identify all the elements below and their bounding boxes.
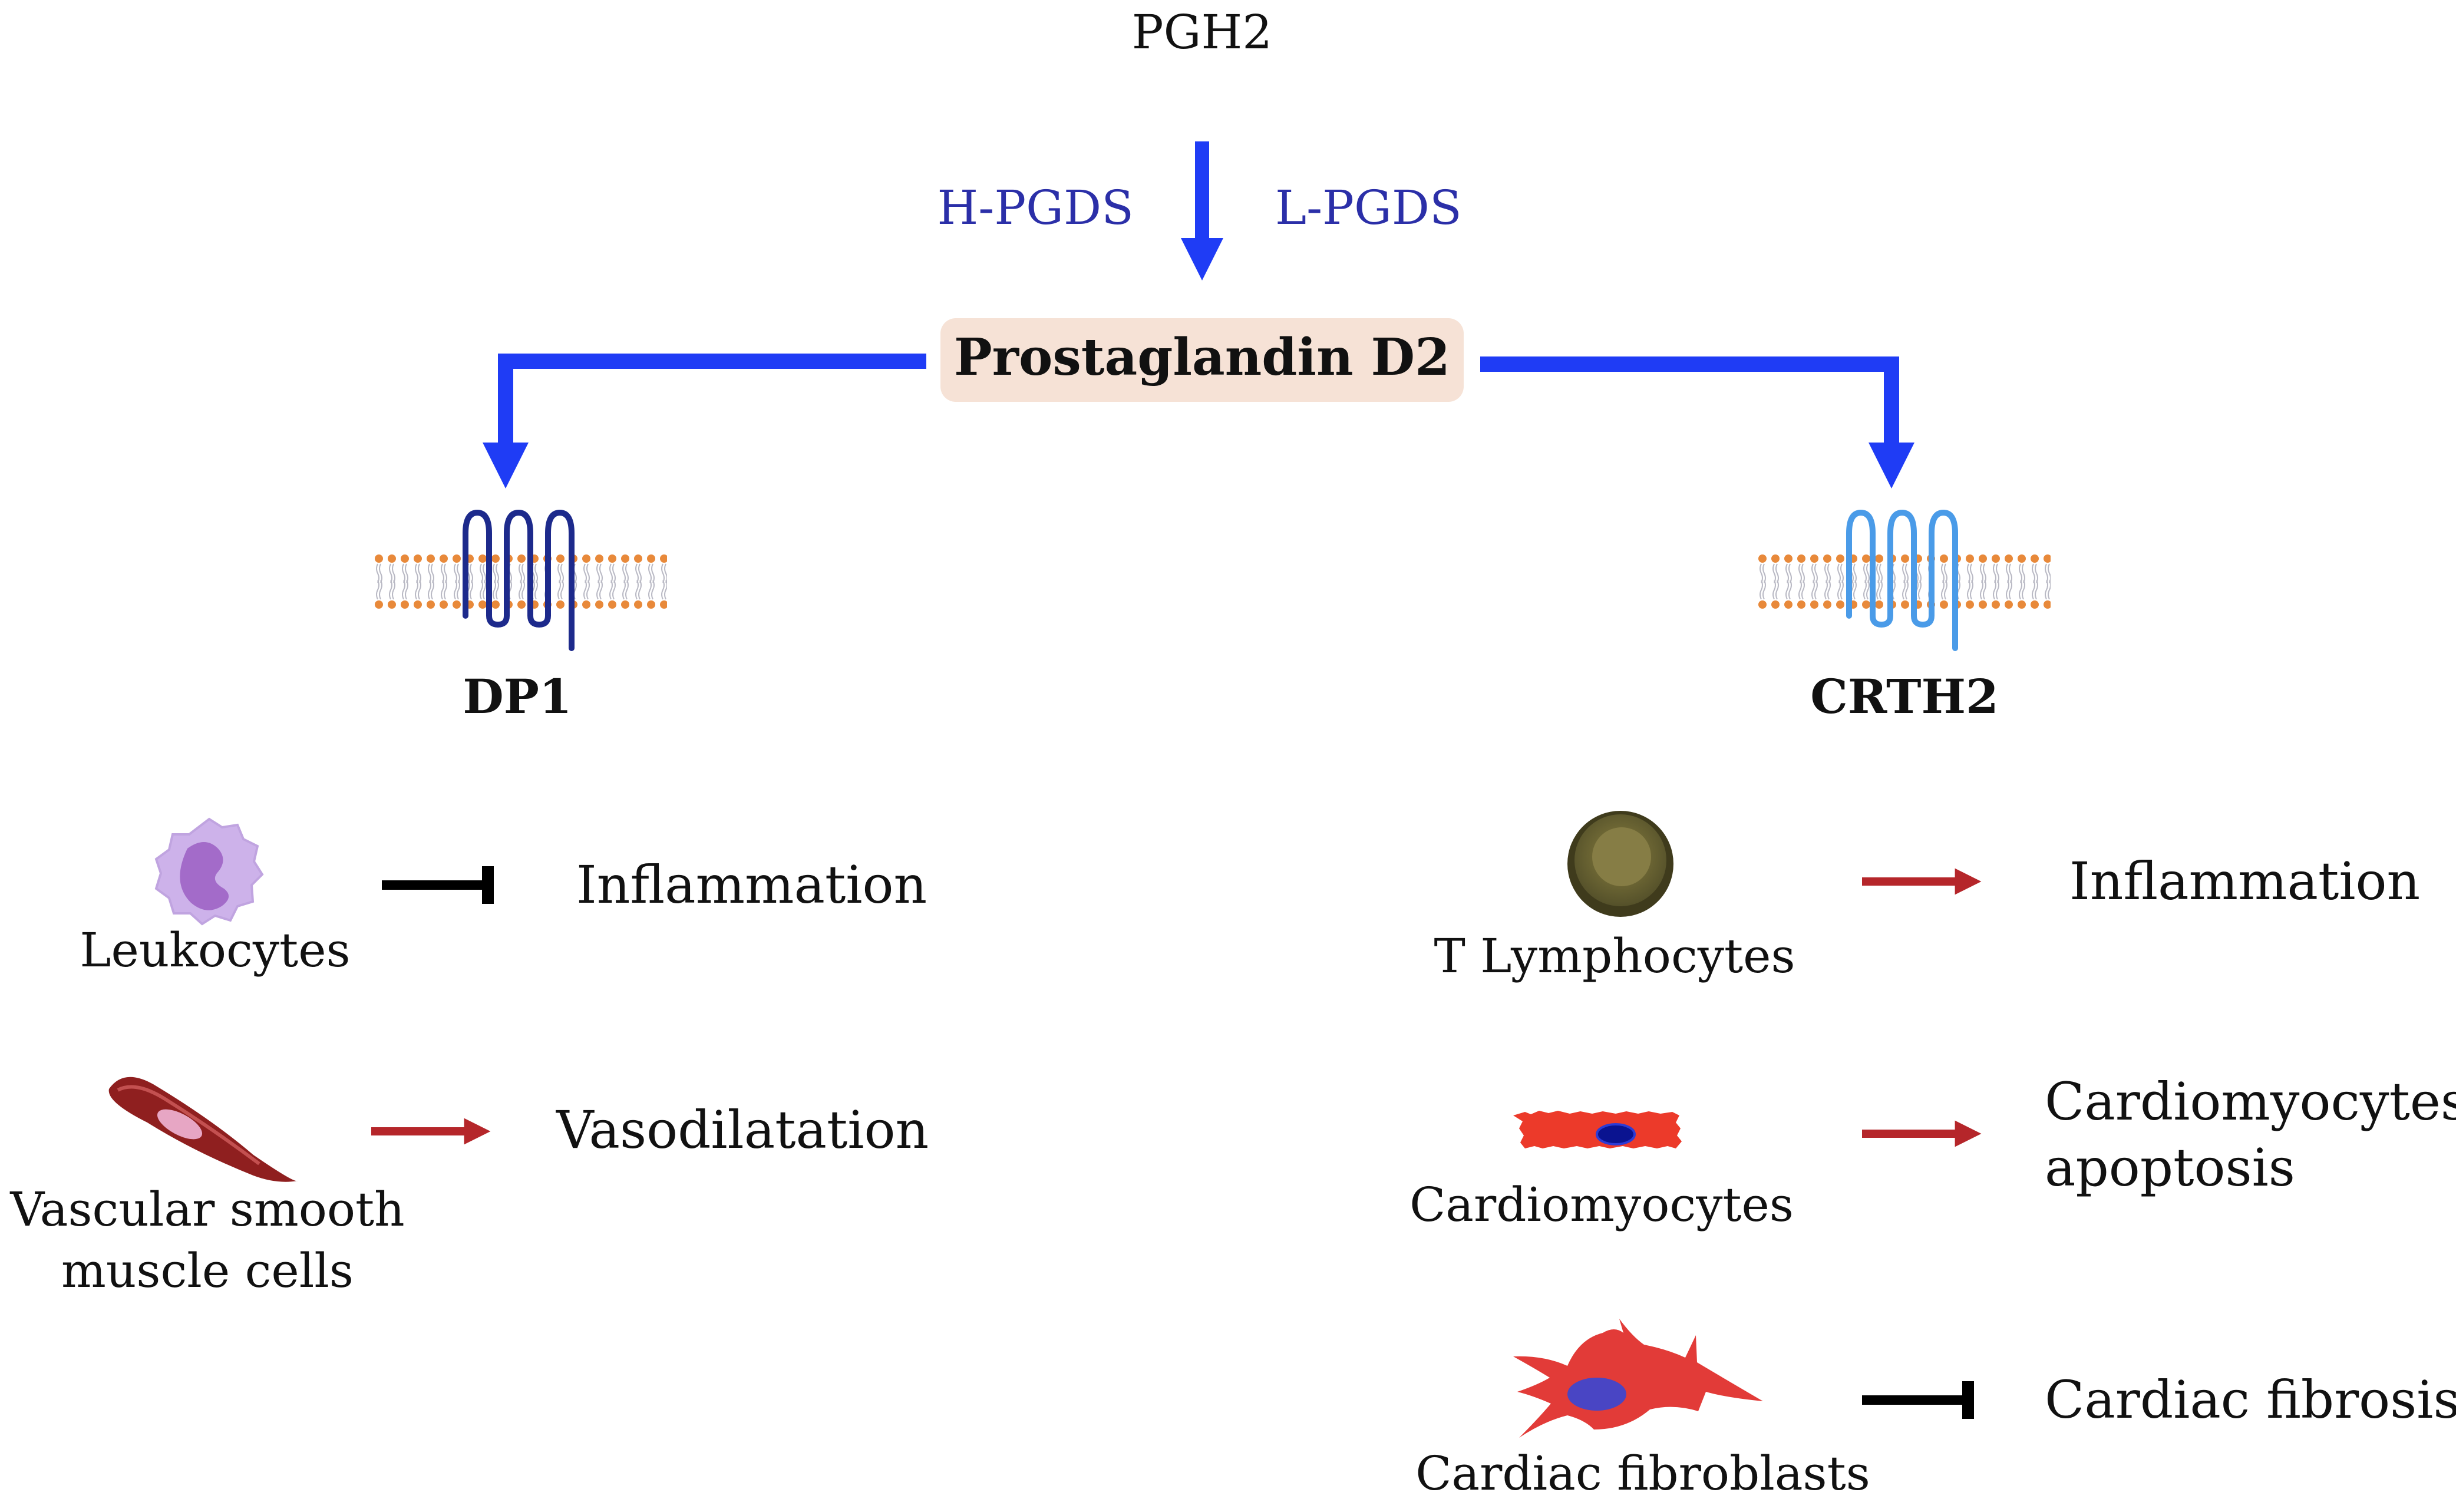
dp1-label: DP1 <box>463 669 572 724</box>
crth2-membrane <box>1756 552 2051 613</box>
cardiac-fibrosis-label: Cardiac fibrosis <box>2045 1369 2456 1430</box>
leukocyte-icon <box>154 817 264 926</box>
cardiac-fibroblast-icon <box>1513 1319 1763 1438</box>
inflammation-crth2-label: Inflammation <box>2069 851 2420 912</box>
t-lymphocyte-icon <box>1567 811 1673 917</box>
smooth-muscle-cell-icon <box>108 1077 298 1182</box>
inhibit-arrow-cardiac-fibrosis <box>1862 1381 1974 1419</box>
dp1-receptor-icon <box>372 509 667 651</box>
crth2-receptor-icon <box>1756 509 2051 651</box>
leukocytes-label: Leukocytes <box>80 923 350 978</box>
branch-arrow-crth2 <box>1480 356 1914 488</box>
cardiomyocytes-apoptosis-label-line1: Cardiomyocytes <box>2045 1071 2456 1132</box>
branch-arrow-dp1 <box>483 354 926 488</box>
inflammation-dp1-label: Inflammation <box>576 854 927 915</box>
pgh2-label: PGH2 <box>1132 5 1272 60</box>
enzyme-label-l-pgds: L-PGDS <box>1275 180 1462 235</box>
enzyme-label-h-pgds: H-PGDS <box>937 180 1134 235</box>
cardiomyocyte-icon <box>1513 1111 1682 1148</box>
vsmc-label-line1: Vascular smooth <box>9 1182 404 1237</box>
cardiac-fibroblasts-label: Cardiac fibroblasts <box>1415 1446 1870 1501</box>
cardiomyocytes-label: Cardiomyocytes <box>1409 1177 1794 1232</box>
inhibit-arrow-inflammation-dp1 <box>382 866 494 904</box>
vsmc-label-line2: muscle cells <box>61 1243 354 1298</box>
prostaglandin-d2-label: Prostaglandin D2 <box>954 328 1450 387</box>
crth2-label: CRTH2 <box>1810 669 1999 724</box>
crth2-receptor-helices <box>1846 509 1958 651</box>
cardiomyocytes-apoptosis-label-line2: apoptosis <box>2045 1137 2295 1198</box>
vasodilatation-label: Vasodilatation <box>556 1100 929 1160</box>
dp1-receptor-helices <box>463 509 575 651</box>
t-lymphocytes-label: T Lymphocytes <box>1434 929 1795 983</box>
dp1-membrane <box>372 552 667 613</box>
prostaglandin-d2-box <box>940 318 1464 402</box>
